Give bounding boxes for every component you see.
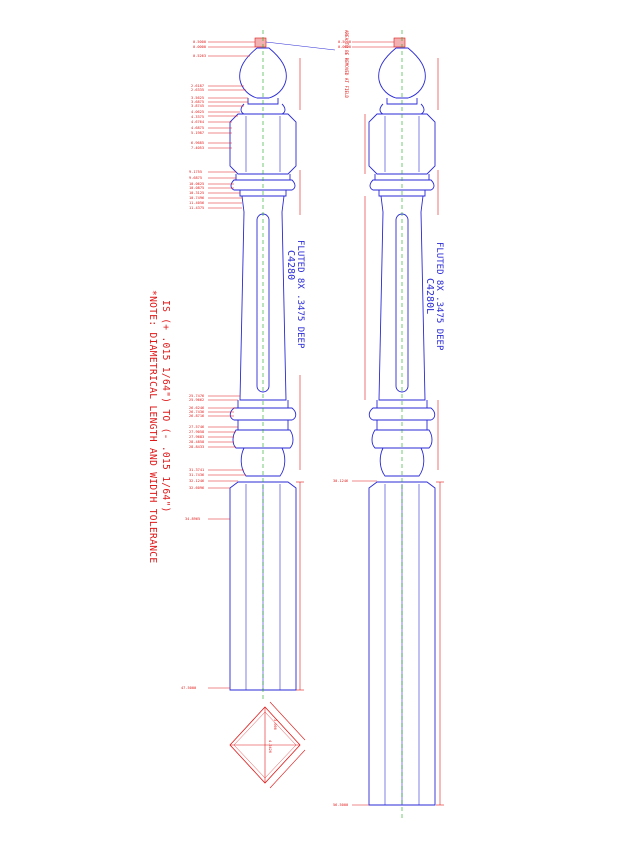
dim-finial-4: 3.6875 bbox=[191, 100, 204, 104]
square-section-view: 3.000 4.2426 bbox=[229, 701, 306, 789]
right-part-label: C4280L FLUTED 8X .3475 DEEP bbox=[424, 242, 444, 351]
dim-r-top-2: 0.0000 bbox=[338, 45, 351, 49]
right-dimension-labels: 0.5000 0.0000 30.1246 56.5000 bbox=[333, 40, 351, 807]
dim-mid-3: 26.6246 bbox=[189, 406, 204, 410]
dim-collar-8: 11.4375 bbox=[189, 206, 204, 210]
dim-lower-1: 31.3741 bbox=[189, 468, 204, 472]
dim-base-1: 34.8965 bbox=[185, 517, 200, 521]
dim-finial-1: 2.6187 bbox=[191, 84, 204, 88]
dim-finial-10: 5.1987 bbox=[191, 131, 204, 135]
callout-text: AREA TO BE REMOVED AT FIELD bbox=[344, 30, 349, 99]
left-dimension-labels: 0.5000 0.0000 0.5263 2.6187 2.6335 3.562… bbox=[181, 40, 206, 690]
dim-mid-10: 28.8433 bbox=[189, 445, 204, 449]
dim-finial-8: 4.6764 bbox=[191, 120, 204, 124]
dim-mid-7: 27.9058 bbox=[189, 430, 204, 434]
dim-block-1: 6.9685 bbox=[191, 141, 204, 145]
field-removal-callout: AREA TO BE REMOVED AT FIELD bbox=[344, 30, 349, 99]
dim-base-2: 47.5000 bbox=[181, 686, 196, 690]
left-part-number: C4280 bbox=[285, 250, 296, 280]
dim-r-base-1: 56.5000 bbox=[333, 803, 348, 807]
dim-block-2: 7.4053 bbox=[191, 146, 204, 150]
dim-top-2: 0.0000 bbox=[193, 45, 206, 49]
dim-collar-6: 10.7496 bbox=[189, 196, 204, 200]
dim-mid-8: 27.9683 bbox=[189, 435, 204, 439]
dim-finial-5: 3.8745 bbox=[191, 104, 204, 108]
dim-finial-6: 4.0625 bbox=[191, 110, 204, 114]
post-right-outline bbox=[368, 37, 436, 806]
dim-collar-1: 9.1755 bbox=[189, 170, 202, 174]
dim-mid-5: 26.8716 bbox=[189, 414, 204, 418]
dim-collar-3: 10.0625 bbox=[189, 182, 204, 186]
dim-finial-2: 2.6335 bbox=[191, 88, 204, 92]
note-line-2: IS (+ .015 1/64") TO (- .015 1/64") bbox=[160, 300, 171, 513]
dim-finial-9: 4.6875 bbox=[191, 126, 204, 130]
tolerance-note: *NOTE: DIAMETRICAL LENGTH AND WIDTH TOLE… bbox=[147, 290, 171, 563]
section-width-label: 3.000 bbox=[273, 719, 277, 730]
section-diagonal-label: 4.2426 bbox=[268, 740, 272, 753]
dim-mid-4: 26.7436 bbox=[189, 410, 204, 414]
left-dimension-lines bbox=[208, 41, 336, 691]
note-line-1: *NOTE: DIAMETRICAL LENGTH AND WIDTH TOLE… bbox=[147, 290, 158, 563]
dim-collar-4: 10.0875 bbox=[189, 186, 204, 190]
dim-mid-9: 28.4858 bbox=[189, 440, 204, 444]
dim-collar-7: 11.4056 bbox=[189, 201, 204, 205]
dim-top-3: 0.5263 bbox=[193, 54, 206, 58]
right-dimension-lines bbox=[352, 41, 444, 806]
left-flute-note: FLUTED 8X .3475 DEEP bbox=[295, 240, 305, 349]
dim-collar-2: 9.6875 bbox=[189, 176, 202, 180]
dim-r-lower-1: 30.1246 bbox=[333, 479, 348, 483]
dim-finial-3: 3.5625 bbox=[191, 96, 204, 100]
dim-finial-7: 4.3375 bbox=[191, 115, 204, 119]
dim-collar-5: 10.3125 bbox=[189, 191, 204, 195]
dim-top-1: 0.5000 bbox=[193, 40, 206, 44]
left-part-label: C4280 FLUTED 8X .3475 DEEP bbox=[285, 240, 305, 349]
dim-mid-6: 27.5746 bbox=[189, 425, 204, 429]
dim-lower-2: 31.7436 bbox=[189, 473, 204, 477]
right-flute-note: FLUTED 8X .3475 DEEP bbox=[434, 242, 444, 351]
right-part-number: C4280L bbox=[424, 278, 435, 314]
dim-lower-3: 32.1246 bbox=[189, 479, 204, 483]
dim-r-top-1: 0.5000 bbox=[338, 40, 351, 44]
dim-mid-2: 25.9662 bbox=[189, 398, 204, 402]
dim-mid-1: 25.7476 bbox=[189, 394, 204, 398]
dim-lower-4: 32.6096 bbox=[189, 486, 204, 490]
